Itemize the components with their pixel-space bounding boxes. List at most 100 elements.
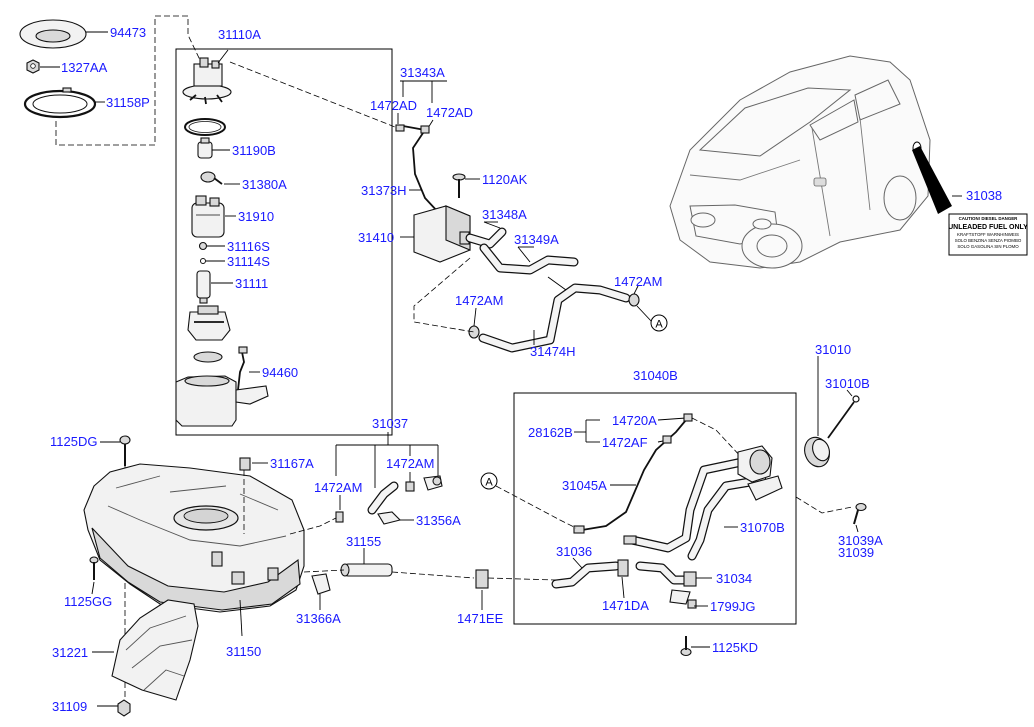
part-1120AK-bolt[interactable] [452, 173, 466, 198]
part-94473-cover[interactable] [19, 19, 87, 49]
part-31410-canister[interactable] [413, 205, 471, 263]
label-31038: 31038 [966, 188, 1002, 203]
part-31158P-locking-ring[interactable] [23, 87, 97, 119]
part-vent-valve[interactable] [423, 475, 443, 491]
svg-text:A: A [485, 477, 493, 489]
part-31349A-hose[interactable] [479, 243, 579, 275]
filler-neck-assembly-frame [513, 392, 797, 625]
part-31045A-vent-line[interactable] [573, 413, 693, 534]
part-pump-filter-plate[interactable] [193, 351, 223, 363]
fuel-pump-assembly-frame [175, 48, 393, 436]
label-31116S: 31116S [227, 239, 270, 254]
label-31110A: 31110A [218, 27, 261, 42]
part-o-ring[interactable] [184, 118, 226, 136]
label-31410: 31410 [358, 230, 394, 245]
label-14720A: 14720A [612, 413, 657, 428]
label-31190B: 31190B [232, 143, 276, 158]
part-31116S-clip[interactable] [198, 241, 208, 251]
part-31114S-seal[interactable] [200, 258, 206, 264]
part-31010B-tether[interactable] [827, 395, 860, 439]
part-1471EE-clamp[interactable] [475, 569, 489, 589]
label-94460: 94460 [262, 365, 298, 380]
label-31109: 31109 [52, 699, 87, 714]
svg-text:UNLEADED FUEL ONLY: UNLEADED FUEL ONLY [948, 224, 1028, 231]
label-31349A: 31349A [514, 232, 559, 247]
label-31167A: 31167A [270, 456, 314, 471]
part-1125KD-bolt[interactable] [680, 636, 692, 657]
label-1472AF: 1472AF [602, 435, 648, 450]
label-31039A: 31039A [838, 533, 883, 548]
label-1125GG: 1125GG [64, 594, 112, 609]
part-31038-fuel-label[interactable]: CAUTION! DIESEL DANGER UNLEADED FUEL ONL… [948, 213, 1028, 256]
part-1125DG-bolt[interactable] [119, 435, 131, 466]
part-1471DA-clamp[interactable] [617, 559, 629, 577]
label-31158P: 31158P [106, 95, 150, 110]
part-1472AM-clamp-upper[interactable] [628, 293, 640, 307]
svg-text:A: A [655, 319, 663, 331]
label-31380A: 31380A [242, 177, 287, 192]
part-31356A-valve[interactable] [377, 511, 402, 525]
label-1125KD: 1125KD [712, 640, 758, 655]
part-31110A-pump-flange[interactable] [182, 57, 232, 105]
label-1471DA: 1471DA [602, 598, 649, 613]
part-31034-hose[interactable] [635, 561, 697, 587]
part-1472AM-clamp-lower[interactable] [468, 325, 480, 339]
label-1471EE: 1471EE [457, 611, 504, 626]
pointer-wedge [912, 146, 952, 214]
part-31221-heat-protector[interactable] [111, 599, 199, 701]
part-1472AM-clamp-d[interactable] [405, 481, 415, 492]
label-31111: 31111 [235, 276, 268, 291]
label-31036: 31036 [556, 544, 592, 559]
label-31373H: 31373H [361, 183, 407, 198]
part-31010-fuel-cap[interactable] [801, 434, 834, 470]
label-31010: 31010 [815, 342, 851, 357]
label-31037: 31037 [372, 416, 408, 431]
part-31190B-regulator[interactable] [197, 137, 213, 159]
part-31380A-sensor[interactable] [200, 171, 223, 185]
part-31366A-clip[interactable] [311, 573, 331, 595]
label-1472AM-b: 1472AM [455, 293, 503, 308]
svg-text:KRAFTSTOFF WARNHINWEIS: KRAFTSTOFF WARNHINWEIS [957, 232, 1019, 237]
part-31037-vent-hose[interactable] [367, 481, 399, 515]
svg-text:CAUTION! DIESEL DANGER: CAUTION! DIESEL DANGER [959, 216, 1019, 221]
part-1327AA-nut[interactable] [26, 59, 40, 74]
bracket-31037 [335, 432, 439, 510]
label-31045A: 31045A [562, 478, 607, 493]
part-31070B-filler-neck[interactable] [623, 445, 783, 561]
hose-bracket-31343A [397, 80, 447, 129]
label-31039: 31039 [838, 545, 874, 560]
part-31036-hose[interactable] [551, 561, 621, 589]
part-31150-fuel-tank[interactable] [83, 463, 305, 613]
part-31039A-screw[interactable] [853, 502, 867, 525]
part-pump-bracket[interactable] [187, 305, 231, 341]
label-1125DG: 1125DG [50, 434, 97, 449]
label-31150: 31150 [226, 644, 261, 659]
part-31167A-clip[interactable] [239, 457, 251, 471]
part-pump-reservoir[interactable] [175, 375, 237, 427]
part-31348A-hose[interactable] [465, 227, 507, 249]
part-31910-fuel-filter[interactable] [191, 195, 225, 238]
label-1472AD-a: 1472AD [370, 98, 417, 113]
callout-a-upper: A [650, 314, 668, 332]
label-94473: 94473 [110, 25, 146, 40]
label-1120AK: 1120AK [482, 172, 528, 187]
part-31373H-vapor-pipe[interactable] [395, 124, 439, 213]
label-31114S: 31114S [227, 254, 270, 269]
label-31474H: 31474H [530, 344, 576, 359]
part-1799JG-bracket[interactable] [669, 589, 697, 609]
vehicle-illustration [669, 55, 931, 269]
label-31040B: 31040B [633, 368, 678, 383]
label-31343A: 31343A [400, 65, 445, 80]
part-1125GG-bolt[interactable] [89, 556, 99, 580]
part-94460-level-sender[interactable] [235, 346, 269, 405]
label-1327AA: 1327AA [61, 60, 108, 75]
part-1472AM-clamp-c[interactable] [335, 511, 344, 523]
part-31155-hose[interactable] [340, 563, 393, 577]
label-31070B: 31070B [740, 520, 785, 535]
part-31474H-hose[interactable] [478, 283, 631, 353]
bracket-28162B [574, 419, 600, 443]
part-31109-nut[interactable] [117, 699, 131, 717]
part-31111-fuel-pump-motor[interactable] [196, 270, 211, 304]
label-1472AM-c: 1472AM [386, 456, 434, 471]
